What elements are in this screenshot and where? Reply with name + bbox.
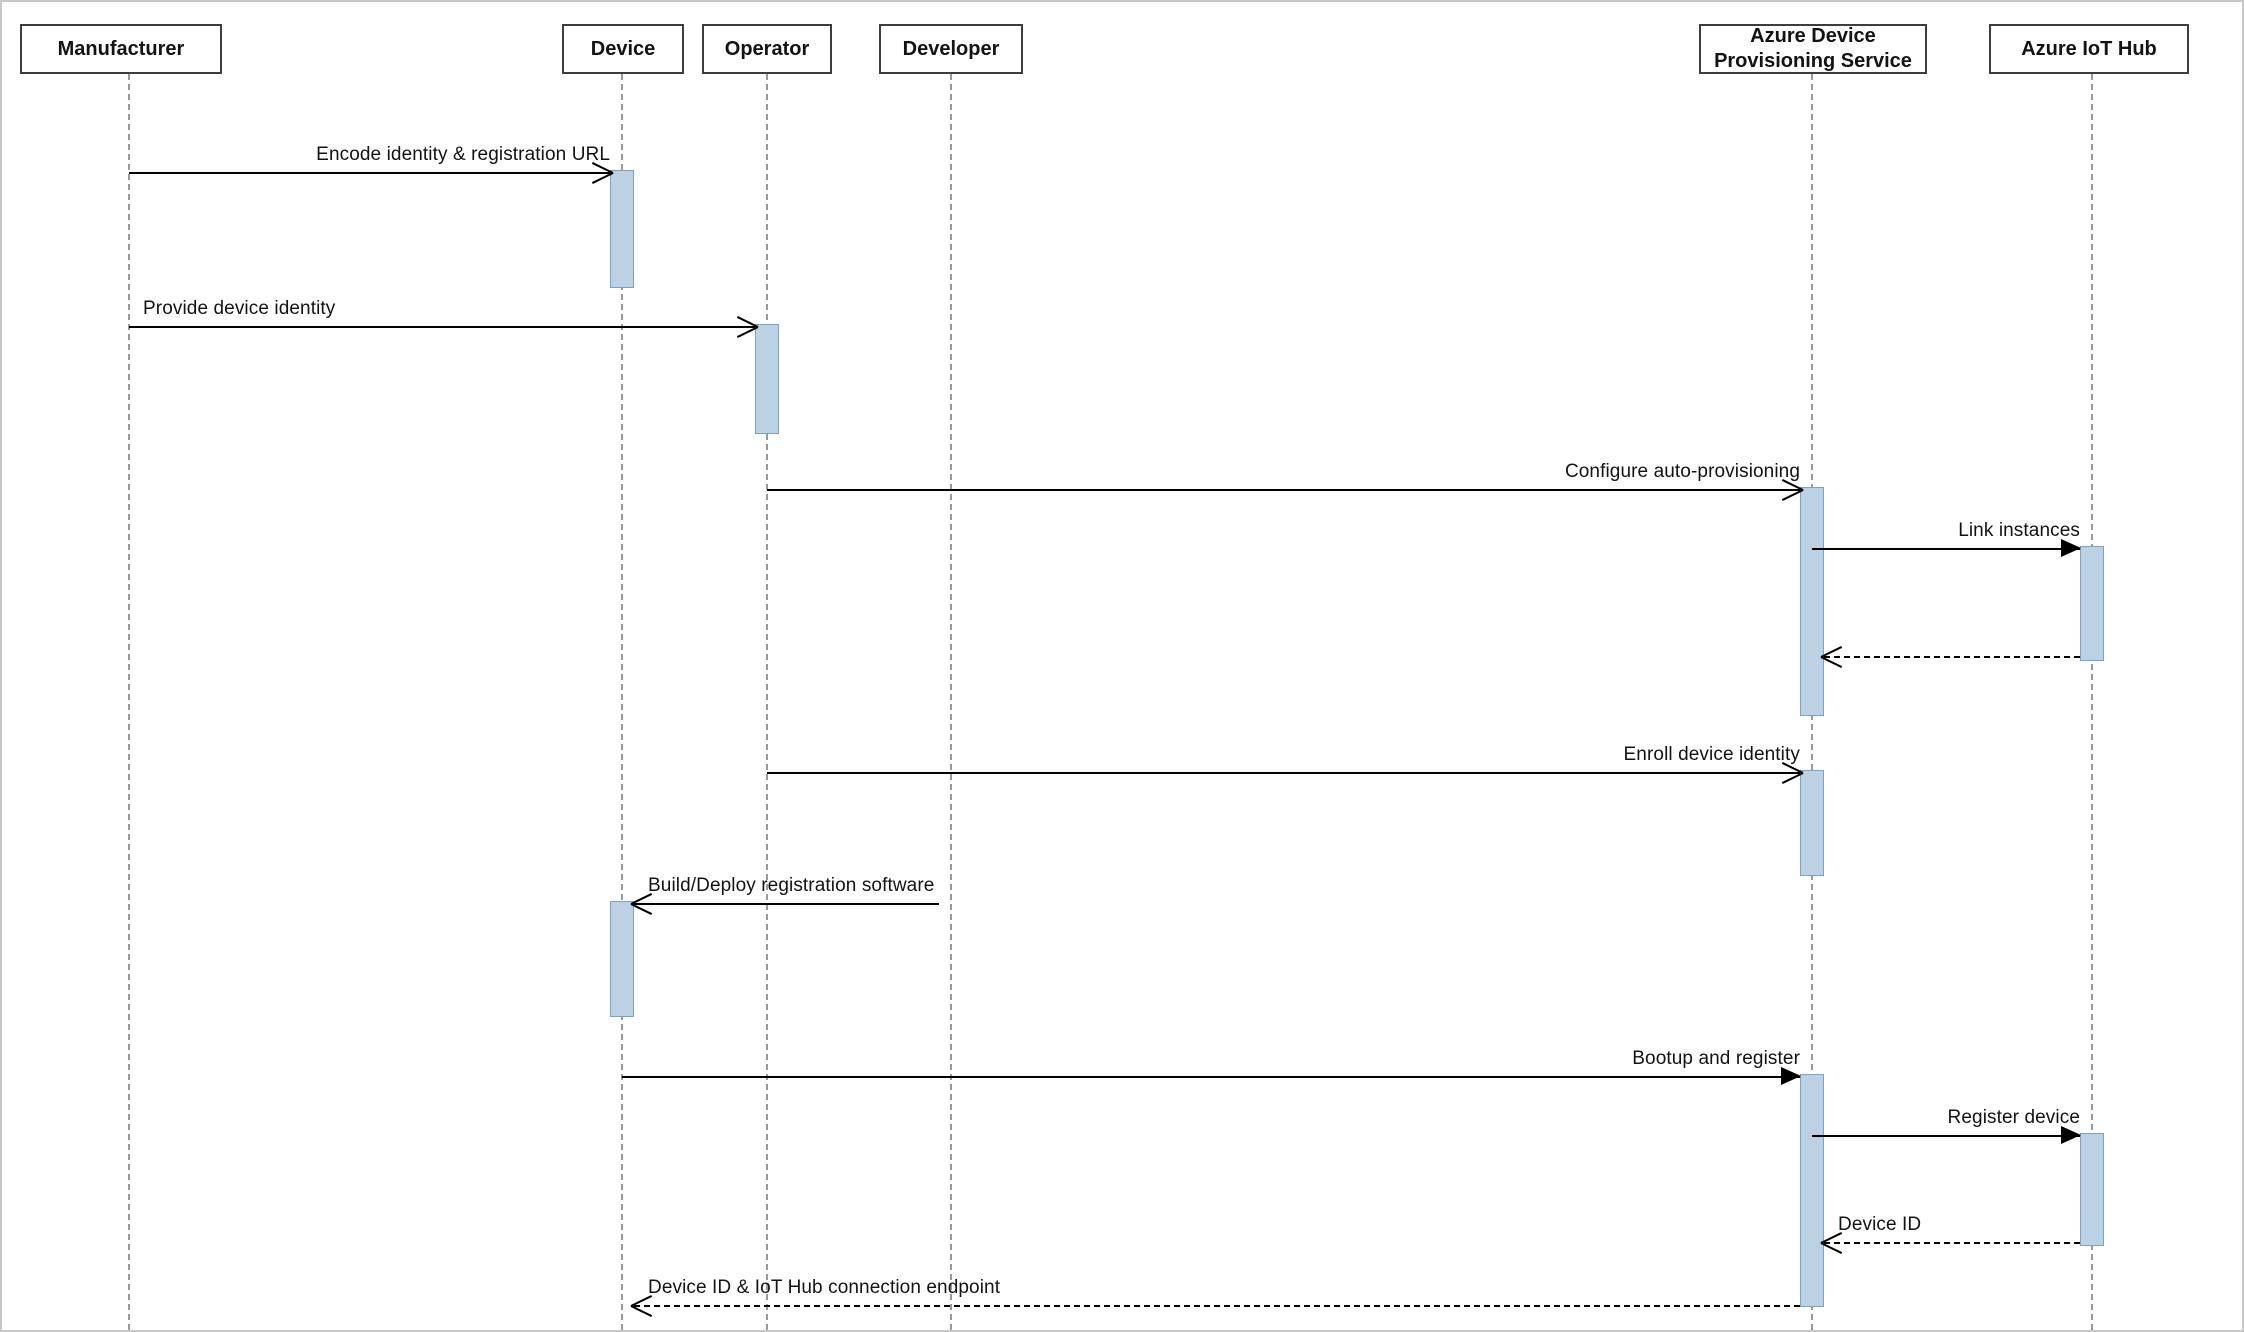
message-line-m5: [1824, 656, 2080, 658]
message-line-m3: [767, 489, 1800, 491]
actor-box-manufacturer[interactable]: Manufacturer: [20, 24, 222, 74]
actor-label-manufacturer: Manufacturer: [57, 37, 185, 60]
message-line-m7: [634, 903, 939, 905]
arrowhead-right-icon: [2061, 539, 2081, 557]
message-line-m9: [1812, 1135, 2080, 1137]
activation-bar-device: [610, 170, 634, 288]
message-label-m7: Build/Deploy registration software: [648, 875, 935, 896]
activation-bar-dps: [1800, 1074, 1824, 1307]
arrowhead-right-icon: [735, 315, 757, 337]
message-line-m6: [767, 772, 1800, 774]
actor-label-iothub: Azure IoT Hub: [2021, 37, 2157, 60]
lifeline-device: [621, 74, 623, 1330]
activation-bar-iothub: [2080, 1133, 2104, 1246]
message-line-m11: [634, 1305, 1800, 1307]
message-line-m1: [129, 172, 610, 174]
actor-box-iothub[interactable]: Azure IoT Hub: [1989, 24, 2189, 74]
message-label-m6: Enroll device identity: [1623, 744, 1800, 765]
activation-bar-dps: [1800, 770, 1824, 876]
message-label-m2: Provide device identity: [143, 298, 336, 319]
message-label-m3: Configure auto-provisioning: [1564, 461, 1800, 482]
actor-label-device: Device: [590, 37, 656, 60]
activation-bar-operator: [755, 324, 779, 434]
lifeline-operator: [766, 74, 768, 1330]
arrowhead-right-icon: [2061, 1126, 2081, 1144]
message-line-m8: [622, 1076, 1800, 1078]
actor-box-device[interactable]: Device: [562, 24, 684, 74]
arrowhead-left-icon: [1822, 645, 1844, 667]
activation-bar-dps: [1800, 487, 1824, 716]
lifeline-iothub: [2091, 74, 2093, 1330]
activation-bar-device: [610, 901, 634, 1017]
actor-label-developer: Developer: [902, 37, 1000, 60]
lifeline-developer: [950, 74, 952, 1330]
message-label-m9: Register device: [1947, 1107, 2080, 1128]
activation-bar-iothub: [2080, 546, 2104, 661]
message-label-m1: Encode identity & registration URL: [316, 144, 610, 165]
actor-box-developer[interactable]: Developer: [879, 24, 1023, 74]
message-line-m10: [1824, 1242, 2080, 1244]
message-label-m11: Device ID & IoT Hub connection endpoint: [648, 1277, 1001, 1298]
arrowhead-right-icon: [1781, 1067, 1801, 1085]
lifeline-manufacturer: [128, 74, 130, 1330]
actor-box-dps[interactable]: Azure Device Provisioning Service: [1699, 24, 1927, 74]
message-label-m4: Link instances: [1958, 520, 2080, 541]
message-line-m2: [129, 326, 755, 328]
message-label-m10: Device ID: [1838, 1214, 1922, 1235]
actor-label-dps: Azure Device Provisioning Service: [1714, 25, 1912, 72]
message-label-m8: Bootup and register: [1632, 1048, 1800, 1069]
actor-label-operator: Operator: [724, 37, 810, 60]
message-line-m4: [1812, 548, 2080, 550]
actor-box-operator[interactable]: Operator: [702, 24, 832, 74]
